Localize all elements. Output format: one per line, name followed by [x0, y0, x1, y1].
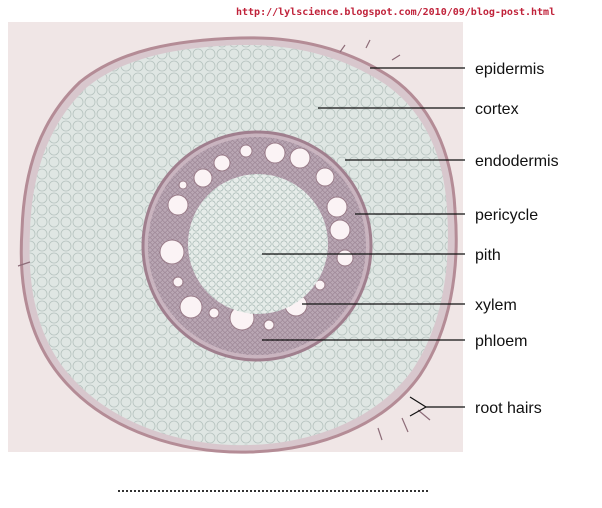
label-pith: pith — [475, 247, 501, 264]
caption-dotted-line — [118, 490, 428, 492]
label-cortex: cortex — [475, 101, 519, 118]
label-pericycle: pericycle — [475, 207, 538, 224]
label-phloem: phloem — [475, 333, 527, 350]
label-endodermis: endodermis — [475, 153, 559, 170]
label-epidermis: epidermis — [475, 61, 544, 78]
label-root-hairs: root hairs — [475, 400, 542, 417]
source-url: http://lylscience.blogspot.com/2010/09/b… — [236, 6, 555, 18]
pith-cells — [188, 174, 328, 314]
label-xylem: xylem — [475, 297, 517, 314]
